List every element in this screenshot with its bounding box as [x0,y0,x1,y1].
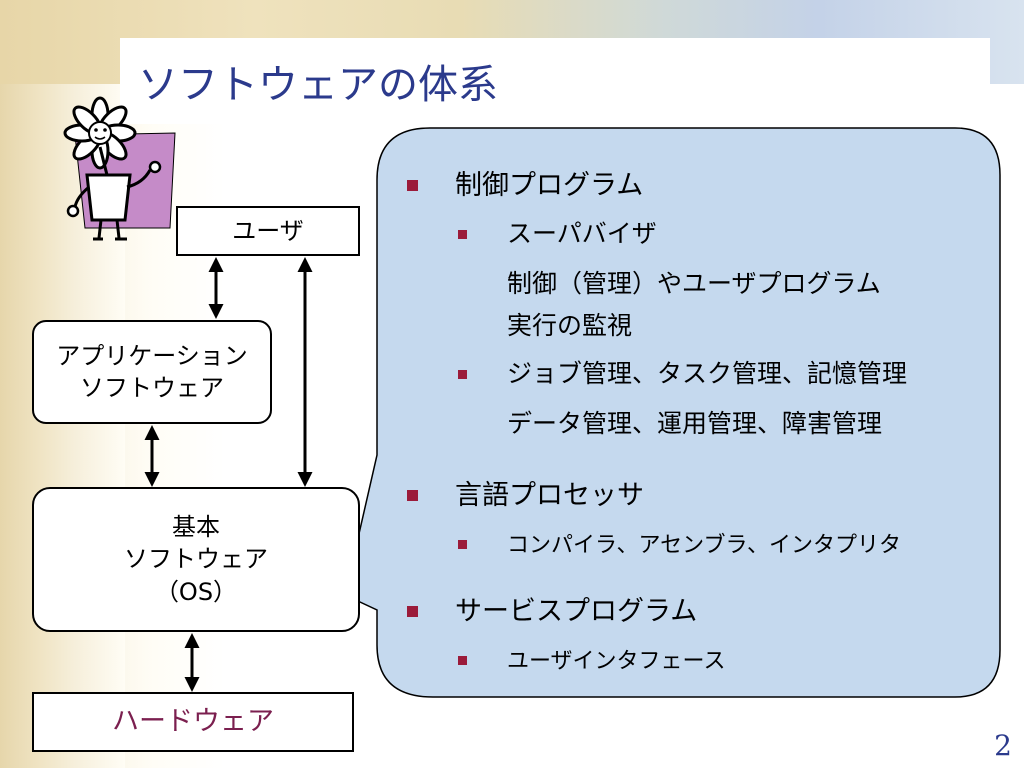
supervisor-desc-line2: 実行の監視 [507,311,633,340]
square-bullet-icon [407,606,418,617]
square-bullet-icon [458,656,467,665]
square-bullet-icon [458,540,467,549]
subbullet-management: ジョブ管理、タスク管理、記憶管理 [507,359,908,388]
subbullet-supervisor: スーパバイザ [507,219,657,248]
app-label-line1: アプリケーション [56,341,248,370]
page-number: 2 [994,729,1012,762]
subbullet-compilers: コンパイラ、アセンブラ、インタプリタ [507,533,902,558]
hardware-label: ハードウェア [112,705,274,737]
square-bullet-icon [458,230,467,239]
supervisor-desc-line1: 制御（管理）やユーザプログラム [507,269,881,298]
bullet-language-processor: 言語プロセッサ [455,480,644,511]
flower-pot-icon [63,96,176,241]
square-bullet-icon [458,370,467,379]
os-label-line1: 基本 [172,512,220,541]
app-label-line2: ソフトウェア [80,374,224,402]
subbullet-user-interface: ユーザインタフェース [507,649,726,674]
slide-title: ソフトウェアの体系 [138,62,498,108]
square-bullet-icon [407,180,418,191]
bullet-service-program: サービスプログラム [455,596,698,627]
os-label-line2: ソフトウェア [124,545,268,574]
title-bar [120,38,990,124]
hardware-box: ハードウェア [32,692,354,752]
os-label-line3: （OS） [154,577,238,606]
user-label: ユーザ [232,216,304,245]
basic-software-box: 基本 ソフトウェア （OS） [32,487,360,632]
management-desc-line: データ管理、運用管理、障害管理 [507,409,883,438]
user-box: ユーザ [176,206,360,256]
application-software-box: アプリケーション ソフトウェア [32,320,272,424]
bullet-control-program: 制御プログラム [455,170,644,201]
square-bullet-icon [407,490,418,501]
